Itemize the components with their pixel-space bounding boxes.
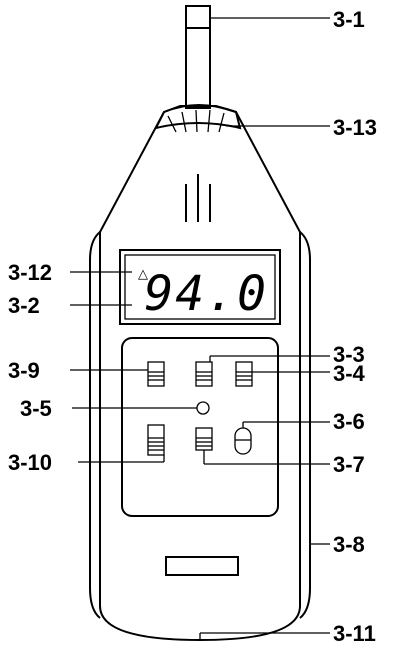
button-3-10[interactable] bbox=[147, 424, 165, 456]
callout-3-3: 3-3 bbox=[333, 342, 365, 367]
left-grip bbox=[89, 231, 101, 619]
microphone-collar bbox=[154, 104, 242, 130]
lcd-frame bbox=[119, 249, 281, 325]
right-grip bbox=[299, 231, 311, 619]
callout-3-2: 3-2 bbox=[8, 293, 40, 318]
callout-3-11: 3-11 bbox=[333, 621, 376, 646]
button-3-3[interactable] bbox=[195, 361, 213, 387]
callout-3-7: 3-7 bbox=[333, 452, 365, 477]
microphone-tip bbox=[185, 5, 211, 29]
calibration-hole[interactable] bbox=[196, 401, 210, 415]
leader-lines bbox=[70, 17, 330, 640]
callout-3-4: 3-4 bbox=[333, 361, 366, 386]
callout-3-1: 3-1 bbox=[333, 7, 365, 32]
indicator-symbol: △ bbox=[138, 267, 148, 282]
meter-body bbox=[99, 105, 301, 642]
callout-3-6: 3-6 bbox=[333, 409, 365, 434]
lcd-screen bbox=[124, 254, 276, 320]
callout-3-13: 3-13 bbox=[333, 115, 377, 140]
callout-3-9: 3-9 bbox=[8, 358, 40, 383]
button-3-9[interactable] bbox=[147, 361, 165, 387]
callout-3-8: 3-8 bbox=[333, 532, 365, 557]
keypad-panel bbox=[121, 337, 279, 517]
button-3-7[interactable] bbox=[195, 427, 213, 451]
callout-3-12: 3-12 bbox=[8, 260, 52, 285]
battery-slot bbox=[165, 556, 239, 576]
callout-3-10: 3-10 bbox=[8, 450, 52, 475]
center-vent-lines bbox=[185, 174, 211, 222]
lcd-reading: 94.0 bbox=[144, 266, 268, 322]
switch-3-6[interactable] bbox=[234, 427, 252, 455]
microphone-tube bbox=[185, 27, 211, 109]
callout-3-5: 3-5 bbox=[20, 396, 52, 421]
collar-vents bbox=[167, 109, 225, 133]
button-3-4[interactable] bbox=[235, 361, 253, 387]
